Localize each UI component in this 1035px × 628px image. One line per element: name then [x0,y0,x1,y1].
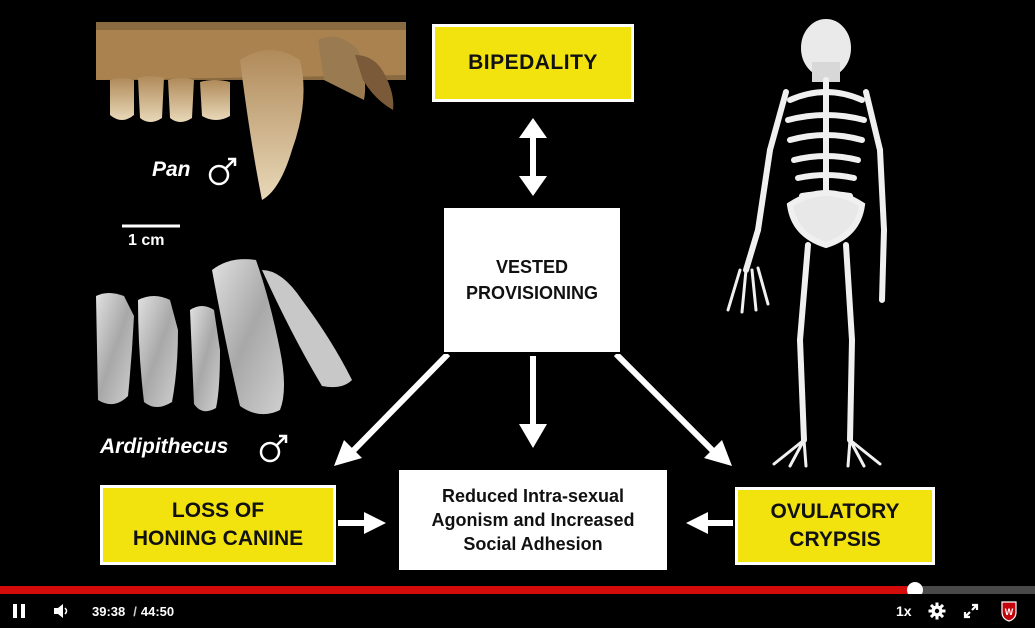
gear-icon [928,602,946,620]
diagram-arrows [334,118,734,534]
pan-teeth-image [96,22,406,200]
time-separator: / [133,603,137,619]
volume-button[interactable] [52,594,76,628]
lecture-slide: Pan Ardipithecus 1 cm BIPEDALITY VESTED … [96,19,937,572]
pause-button[interactable] [12,594,36,628]
skeleton-image [726,19,887,468]
progress-bar[interactable] [0,582,1035,598]
male-symbol-icon [208,157,288,463]
ovulatory-crypsis-box: OVULATORY CRYPSIS [733,485,937,567]
pause-icon [13,604,25,618]
ovulatory-line-2: CRYPSIS [789,528,881,551]
volume-icon [54,604,68,618]
reduced-line-2: Agonism and Increased [431,510,635,530]
settings-button[interactable] [928,594,948,628]
playback-speed-button[interactable]: 1x [896,603,912,619]
ardipithecus-teeth-image [96,259,352,415]
duration: 44:50 [140,603,175,619]
current-time: 39:38 [92,603,126,619]
uw-logo-button[interactable]: W [1000,594,1022,628]
progress-fill [0,586,915,594]
ovulatory-line-1: OVULATORY [770,500,900,523]
loss-line-1: LOSS OF [171,499,265,522]
fullscreen-icon [963,603,979,619]
pan-label: Pan [152,158,191,181]
fullscreen-button[interactable] [962,594,982,628]
slide-graphics [96,19,887,534]
reduced-line-1: Reduced Intra-sexual [441,486,625,506]
reduced-line-3: Social Adhesion [463,534,603,554]
bipedality-text: BIPEDALITY [468,51,598,74]
bipedality-box: BIPEDALITY [430,22,636,104]
vested-provisioning-box: VESTED PROVISIONING [442,206,622,354]
loss-of-honing-canine-box: LOSS OF HONING CANINE [98,483,338,567]
vested-line-2: PROVISIONING [465,283,599,303]
scale-label: 1 cm [128,232,165,249]
svg-text:W: W [1005,607,1014,617]
ardipithecus-label: Ardipithecus [100,435,229,458]
uw-crest-icon: W [1001,601,1017,622]
reduced-agonism-box: Reduced Intra-sexual Agonism and Increas… [397,468,669,572]
player-controls: 39:38 / 44:50 1x [0,594,1035,628]
vested-line-1: VESTED [495,257,569,277]
loss-line-2: HONING CANINE [132,527,304,550]
time-display: 39:38 / 44:50 [92,594,174,628]
